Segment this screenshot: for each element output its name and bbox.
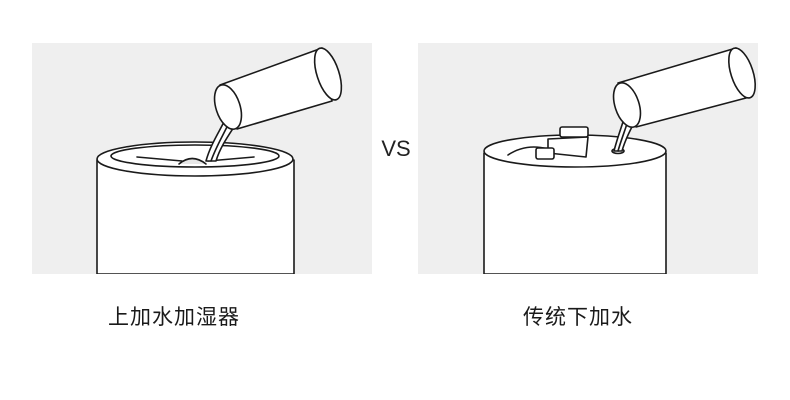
top-fill-illustration-panel <box>32 43 372 274</box>
bottom-fill-caption: 传统下加水 <box>523 305 633 329</box>
top-fill-humidifier-illustration <box>96 47 343 274</box>
vs-separator: VS <box>381 136 411 161</box>
pouring-cup-mouth <box>213 84 243 130</box>
top-fill-caption: 上加水加湿器 <box>108 305 240 329</box>
humidifier-opening <box>110 144 280 168</box>
pouring-cup-mouth <box>612 82 642 128</box>
bottom-fill-illustration-panel <box>418 43 758 274</box>
water-float <box>178 157 207 165</box>
pouring-cup-bottom <box>313 47 343 101</box>
control-button <box>535 147 555 160</box>
pouring-cup-bottom <box>728 47 756 99</box>
bottom-fill-humidifier-illustration <box>483 47 756 274</box>
humidifier-body <box>483 152 667 274</box>
mist-outlet-top <box>559 126 589 138</box>
humidifier-body <box>96 159 295 274</box>
